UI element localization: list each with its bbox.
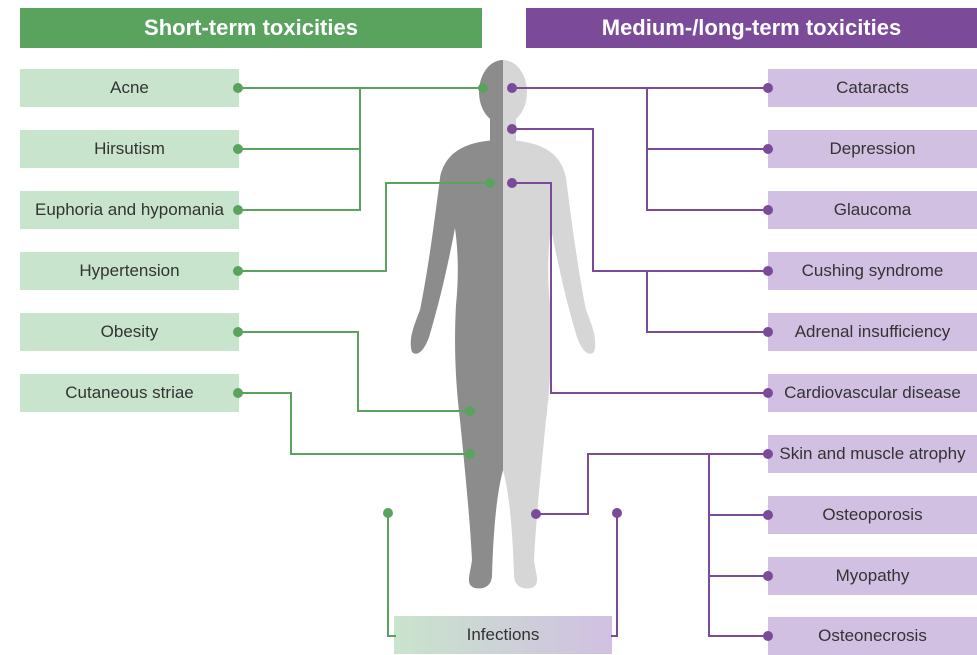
body-light-half (411, 60, 596, 588)
